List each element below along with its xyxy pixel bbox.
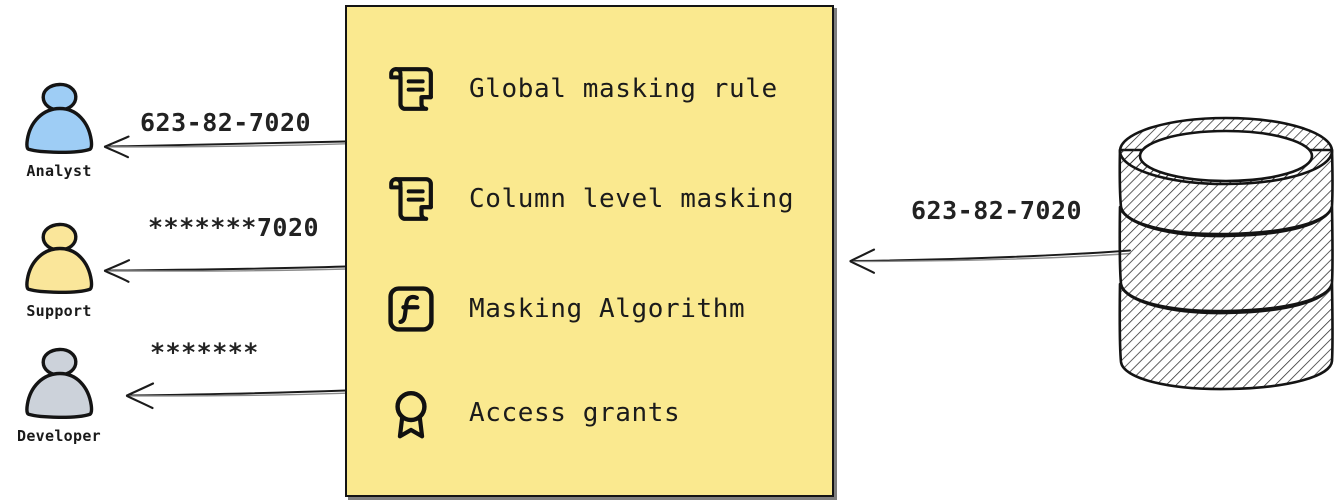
policy-item-label: Column level masking (469, 184, 795, 214)
award-ribbon-icon (395, 390, 427, 439)
arrow-label-from-database: 623-82-7020 (911, 196, 1083, 225)
person-icon (25, 82, 94, 155)
arrow-to-analyst (103, 135, 346, 159)
arrow-label-to-developer: ******* (150, 338, 259, 367)
actor-analyst[interactable]: Analyst (4, 78, 114, 180)
database-cylinder-icon[interactable] (1112, 112, 1340, 400)
person-icon (25, 347, 94, 420)
actor-label: Developer (17, 427, 101, 445)
arrow-to-developer (125, 382, 347, 410)
policy-box[interactable]: Global masking rule Column level masking (345, 5, 834, 497)
arrow-to-support (103, 259, 347, 283)
policy-item-label: Masking Algorithm (469, 294, 746, 324)
arrow-from-database (849, 248, 1131, 274)
actor-label: Analyst (26, 162, 92, 180)
scroll-icon (389, 177, 433, 221)
actor-developer[interactable]: Developer (4, 343, 114, 445)
policy-item-label: Access grants (469, 398, 681, 428)
policy-item-label: Global masking rule (469, 74, 778, 104)
function-icon (388, 286, 434, 332)
policy-item-masking-algorithm[interactable]: Masking Algorithm (383, 281, 745, 337)
policy-item-access-grants[interactable]: Access grants (383, 385, 680, 441)
arrow-label-to-support: *******7020 (148, 213, 320, 242)
arrow-label-to-analyst: 623-82-7020 (140, 108, 312, 137)
scroll-icon (389, 67, 433, 111)
policy-list: Global masking rule Column level masking (347, 7, 832, 495)
policy-item-global-masking-rule[interactable]: Global masking rule (383, 61, 778, 117)
policy-item-column-level-masking[interactable]: Column level masking (383, 171, 794, 227)
actor-support[interactable]: Support (4, 218, 114, 320)
actor-label: Support (26, 302, 92, 320)
person-icon (25, 222, 94, 295)
